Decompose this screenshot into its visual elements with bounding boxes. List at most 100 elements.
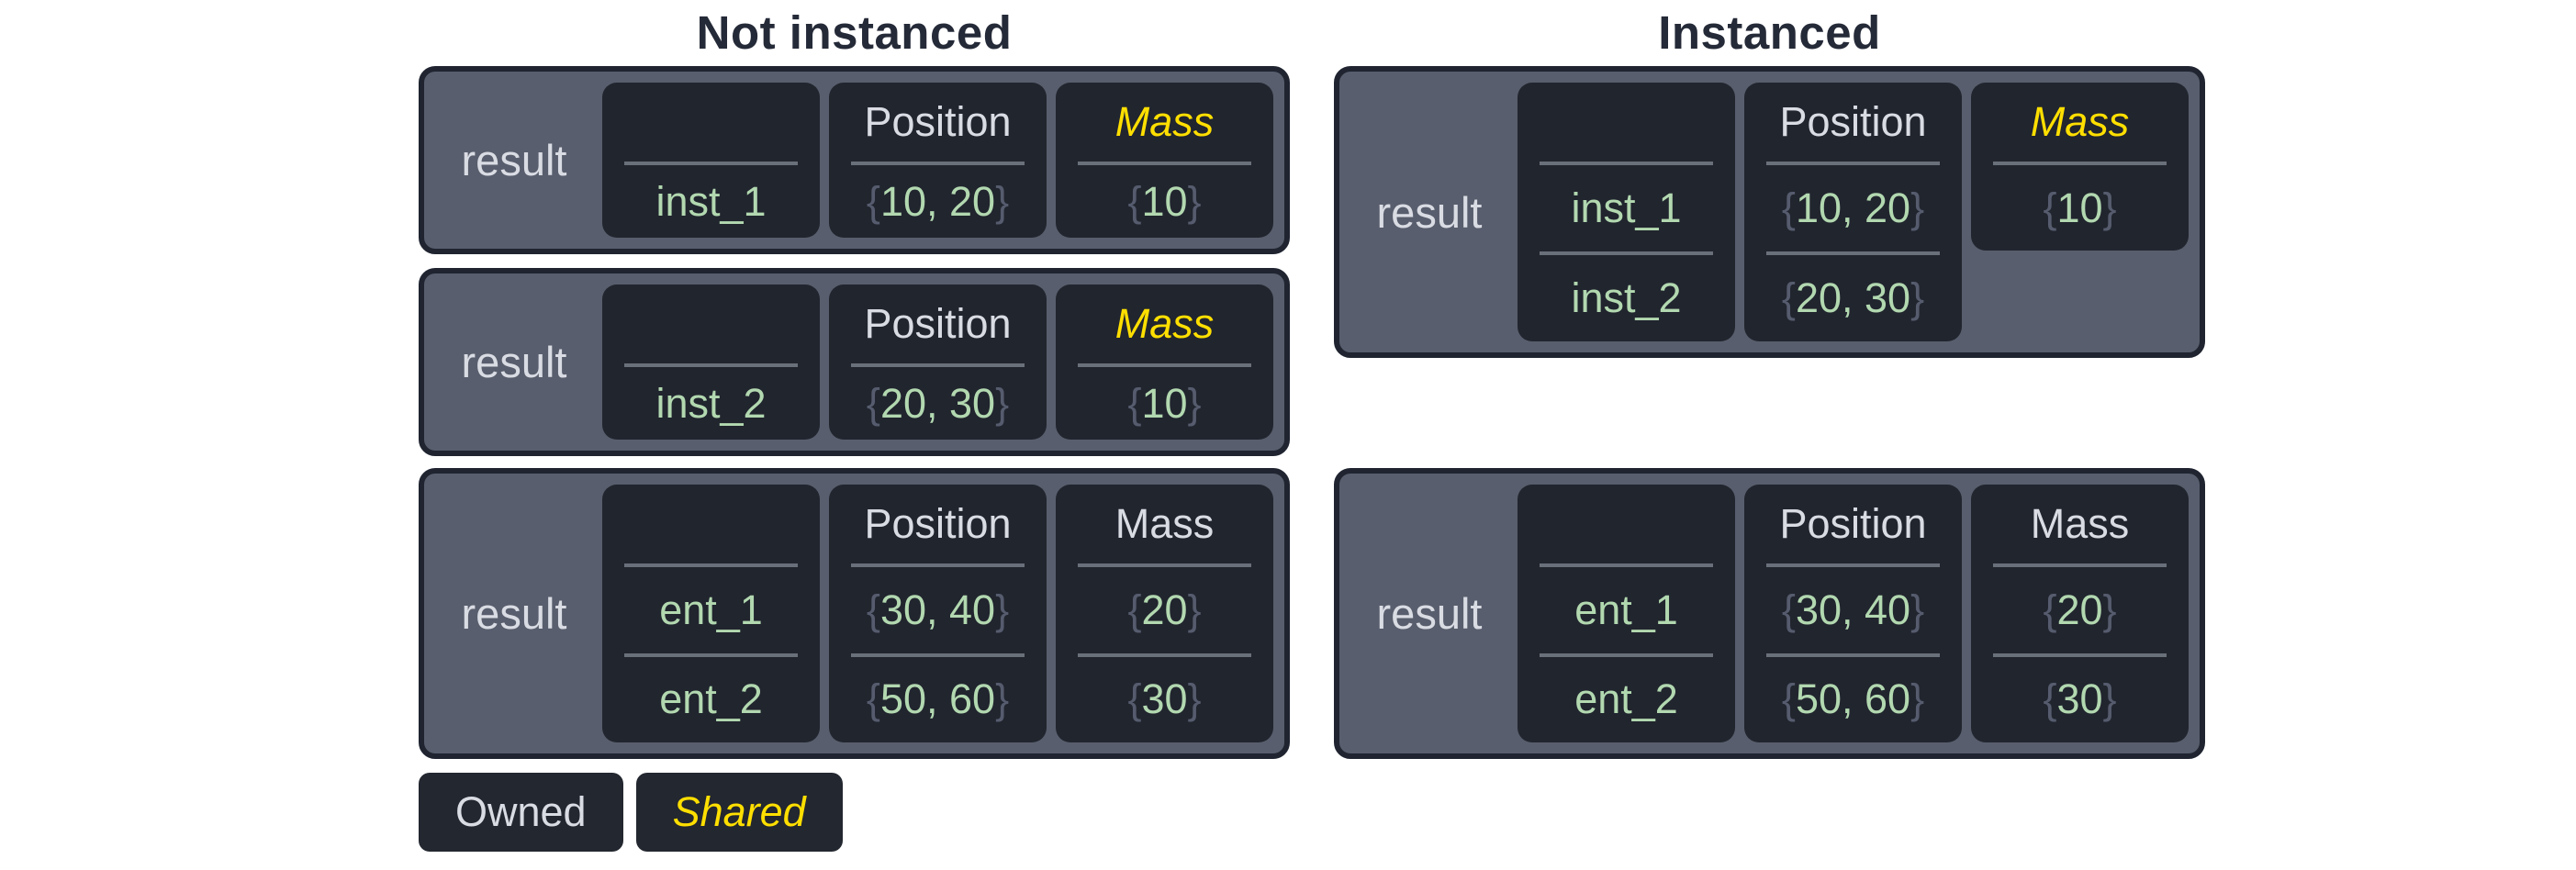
close-brace: } xyxy=(2102,184,2117,231)
close-brace: } xyxy=(1910,184,1925,231)
entity-column: ent_1 ent_2 xyxy=(602,485,820,742)
open-brace: { xyxy=(1781,675,1796,723)
legend-shared-label: Shared xyxy=(672,788,806,835)
mass-value: {30} xyxy=(1078,657,1251,743)
mass-header-shared: Mass xyxy=(1114,300,1215,347)
divider xyxy=(624,363,798,367)
entity-column-header xyxy=(624,485,798,563)
divider xyxy=(851,563,1025,567)
close-brace: } xyxy=(995,177,1010,225)
mass-value-text: 30 xyxy=(1141,675,1188,723)
position-column: Position {10, 20} {20, 30} xyxy=(1744,83,1962,341)
entity-name: inst_1 xyxy=(1540,165,1713,251)
mass-header-shared: Mass xyxy=(1114,98,1215,145)
open-brace: { xyxy=(1127,586,1142,633)
result-label: result xyxy=(461,589,567,638)
position-header: Position xyxy=(1779,500,1927,547)
divider xyxy=(1540,652,1713,657)
position-value: {50, 60} xyxy=(851,657,1025,743)
divider xyxy=(1540,162,1713,165)
mass-value: {20} xyxy=(1078,567,1251,653)
open-brace: { xyxy=(1127,675,1142,723)
mass-value: {20} xyxy=(1993,567,2167,653)
close-brace: } xyxy=(1187,675,1202,723)
divider xyxy=(1993,162,2167,165)
position-value: {50, 60} xyxy=(1766,657,1940,743)
mass-value: {30} xyxy=(1993,657,2167,743)
entity-name: ent_2 xyxy=(1540,657,1713,743)
mass-value-text: 20 xyxy=(2056,586,2103,633)
not-instanced-title: Not instanced xyxy=(696,6,1013,59)
divider xyxy=(1540,251,1713,255)
entity-name: inst_1 xyxy=(624,165,798,238)
mass-value-text: 10 xyxy=(2056,184,2103,231)
divider xyxy=(1766,162,1940,165)
result-label: result xyxy=(1376,589,1483,638)
entity-name: ent_1 xyxy=(624,567,798,653)
position-column: Position {30, 40} {50, 60} xyxy=(1744,485,1962,742)
result-label: result xyxy=(461,338,567,386)
mass-value: {10} xyxy=(1078,165,1251,238)
open-brace: { xyxy=(2043,586,2057,633)
divider xyxy=(624,652,798,657)
mass-value-text: 10 xyxy=(1141,379,1188,427)
open-brace: { xyxy=(1127,379,1142,427)
position-value-text: 20, 30 xyxy=(879,379,996,427)
position-column: Position {20, 30} xyxy=(829,284,1047,440)
position-header: Position xyxy=(864,500,1012,547)
divider xyxy=(624,563,798,567)
entity-column-header xyxy=(624,284,798,363)
open-brace: { xyxy=(866,675,880,723)
result-table-instanced: result inst_1 inst_2 Position {10, 20} {… xyxy=(1334,66,2205,358)
close-brace: } xyxy=(2102,586,2117,633)
mass-value-text: 30 xyxy=(2056,675,2103,723)
divider xyxy=(624,162,798,165)
close-brace: } xyxy=(995,379,1010,427)
result-label: result xyxy=(461,136,567,184)
divider xyxy=(851,363,1025,367)
entity-name: inst_2 xyxy=(1540,255,1713,341)
mass-column: Mass {10} xyxy=(1056,284,1273,440)
close-brace: } xyxy=(1910,586,1925,633)
mass-header-shared: Mass xyxy=(2030,98,2130,145)
legend: Owned Shared xyxy=(419,773,843,852)
mass-value-text: 10 xyxy=(1141,177,1188,225)
entity-column: inst_1 inst_2 xyxy=(1518,83,1735,341)
divider xyxy=(1078,363,1251,367)
entity-name: ent_2 xyxy=(624,657,798,743)
entity-column-header xyxy=(1540,485,1713,563)
mass-column: Mass {10} xyxy=(1056,83,1273,238)
open-brace: { xyxy=(2043,675,2057,723)
entity-column: ent_1 ent_2 xyxy=(1518,485,1735,742)
position-value: {10, 20} xyxy=(1766,165,1940,251)
position-value-text: 30, 40 xyxy=(879,586,996,633)
position-value: {10, 20} xyxy=(851,165,1025,238)
entity-column-header xyxy=(1540,83,1713,162)
close-brace: } xyxy=(1910,675,1925,723)
close-brace: } xyxy=(1910,274,1925,321)
position-value: {30, 40} xyxy=(1766,567,1940,653)
open-brace: { xyxy=(1781,184,1796,231)
entity-name-text: inst_2 xyxy=(1571,274,1682,321)
divider xyxy=(1766,563,1940,567)
legend-owned-label: Owned xyxy=(455,788,587,835)
position-value-text: 30, 40 xyxy=(1795,586,1911,633)
entity-name: ent_1 xyxy=(1540,567,1713,653)
entity-column-header xyxy=(624,83,798,162)
entity-name-text: ent_2 xyxy=(659,675,763,723)
divider xyxy=(1540,563,1713,567)
position-header: Position xyxy=(864,98,1012,145)
mass-column: Mass {20} {30} xyxy=(1056,485,1273,742)
entity-column: inst_1 xyxy=(602,83,820,238)
close-brace: } xyxy=(1187,177,1202,225)
mass-header: Mass xyxy=(2030,500,2130,547)
entity-name-text: ent_1 xyxy=(1574,586,1678,633)
close-brace: } xyxy=(1187,586,1202,633)
mass-value: {10} xyxy=(1993,165,2167,251)
close-brace: } xyxy=(995,675,1010,723)
mass-column-shared-single: Mass {10} xyxy=(1971,83,2189,251)
open-brace: { xyxy=(1781,274,1796,321)
mass-value-text: 20 xyxy=(1141,586,1188,633)
position-column: Position {30, 40} {50, 60} xyxy=(829,485,1047,742)
